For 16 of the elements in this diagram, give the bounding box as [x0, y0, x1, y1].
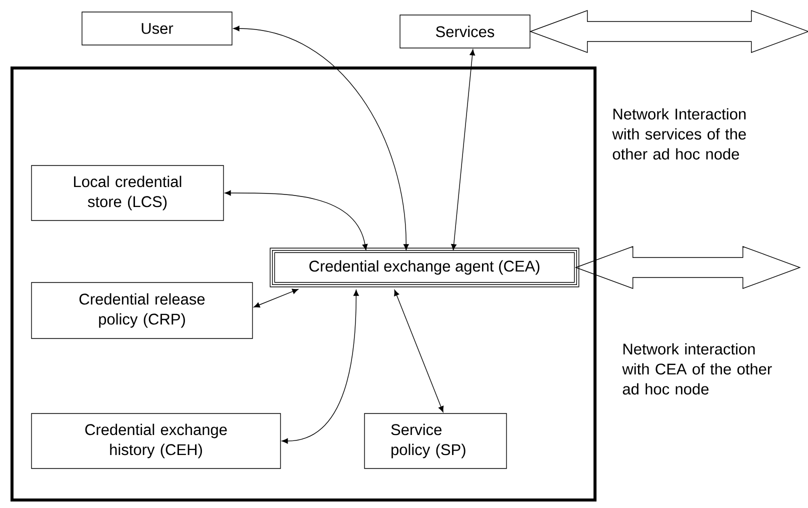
history-box: Credential exchange history (CEH) [31, 413, 281, 469]
arrow [282, 290, 359, 444]
arrow [224, 190, 368, 250]
services-box: Services [400, 14, 530, 48]
agent-box: Credential exchange agent (CEA) [270, 248, 580, 288]
note-text: Network Interaction with services of the other ad hoc node [612, 108, 746, 160]
note-text: Network interaction with CEA of the other ad hoc node [622, 343, 772, 395]
policy-box: Credential release policy (CRP) [31, 282, 253, 339]
policy-box: Service policy (SP) [364, 413, 507, 469]
device-frame [10, 66, 596, 502]
arrow [451, 49, 476, 250]
store-box: Local credential store (LCS) [31, 165, 224, 221]
user-box: User [82, 12, 232, 46]
arrow [233, 26, 409, 250]
arrow [254, 288, 298, 308]
arrow [394, 290, 444, 412]
